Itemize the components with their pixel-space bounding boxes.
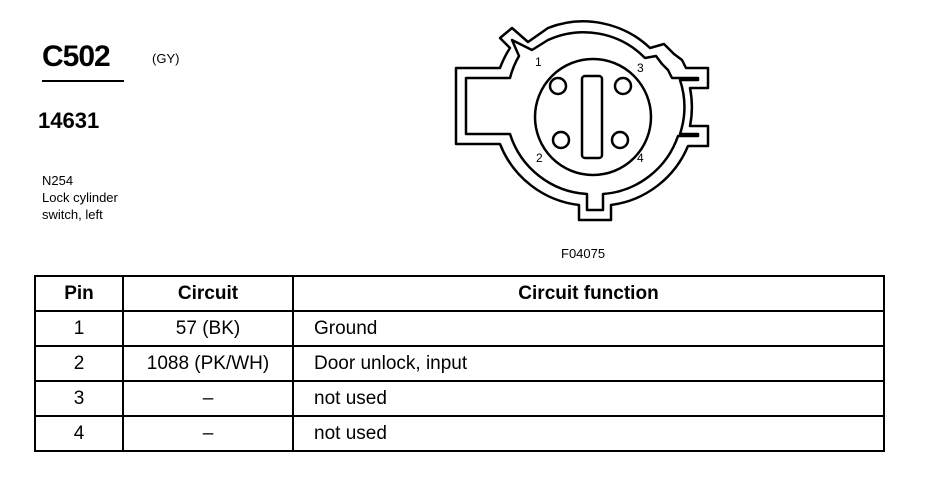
connector-id: C502 xyxy=(42,40,111,73)
pin-cell: 1 xyxy=(34,310,124,347)
table-row: 4 – not used xyxy=(34,415,885,452)
component-info: N254 Lock cylinder switch, left xyxy=(42,172,118,223)
connector-face xyxy=(533,57,653,177)
pin-label-3: 3 xyxy=(637,61,644,75)
table-row: 2 1088 (PK/WH) Door unlock, input xyxy=(34,345,885,382)
connector-housing-outline xyxy=(454,20,710,222)
function-cell: not used xyxy=(292,380,885,417)
function-cell: not used xyxy=(292,415,885,452)
connector-face-diagram: 1 3 2 4 xyxy=(454,20,710,222)
center-key-slot xyxy=(580,74,604,160)
table-row: 1 57 (BK) Ground xyxy=(34,310,885,347)
pin-2-cavity xyxy=(551,130,571,150)
pin-table: Pin Circuit Circuit function 1 57 (BK) G… xyxy=(34,275,885,452)
pin-cell: 3 xyxy=(34,380,124,417)
table-row: 3 – not used xyxy=(34,380,885,417)
pin-3-cavity xyxy=(613,76,633,96)
part-number: 14631 xyxy=(38,108,100,133)
pin-4-cavity xyxy=(610,130,630,150)
header-circuit: Circuit xyxy=(122,275,294,312)
pin-label-4: 4 xyxy=(637,151,644,165)
circuit-cell: 57 (BK) xyxy=(122,310,294,347)
connector-id-underline xyxy=(42,80,124,82)
pin-label-2: 2 xyxy=(536,151,543,165)
pin-label-1: 1 xyxy=(535,55,542,69)
connector-color-code: (GY) xyxy=(152,51,180,66)
table-header-row: Pin Circuit Circuit function xyxy=(34,275,885,312)
pin-cell: 2 xyxy=(34,345,124,382)
function-cell: Ground xyxy=(292,310,885,347)
figure-code: F04075 xyxy=(561,246,606,261)
header-circuit-function: Circuit function xyxy=(292,275,885,312)
pin-1-cavity xyxy=(548,76,568,96)
function-cell: Door unlock, input xyxy=(292,345,885,382)
circuit-cell: 1088 (PK/WH) xyxy=(122,345,294,382)
component-name-line2: switch, left xyxy=(42,207,103,222)
circuit-cell: – xyxy=(122,380,294,417)
header-pin: Pin xyxy=(34,275,124,312)
pin-cell: 4 xyxy=(34,415,124,452)
component-code: N254 xyxy=(42,173,74,188)
circuit-cell: – xyxy=(122,415,294,452)
connector-housing-inner-outline xyxy=(464,31,700,212)
component-name-line1: Lock cylinder xyxy=(42,190,118,205)
